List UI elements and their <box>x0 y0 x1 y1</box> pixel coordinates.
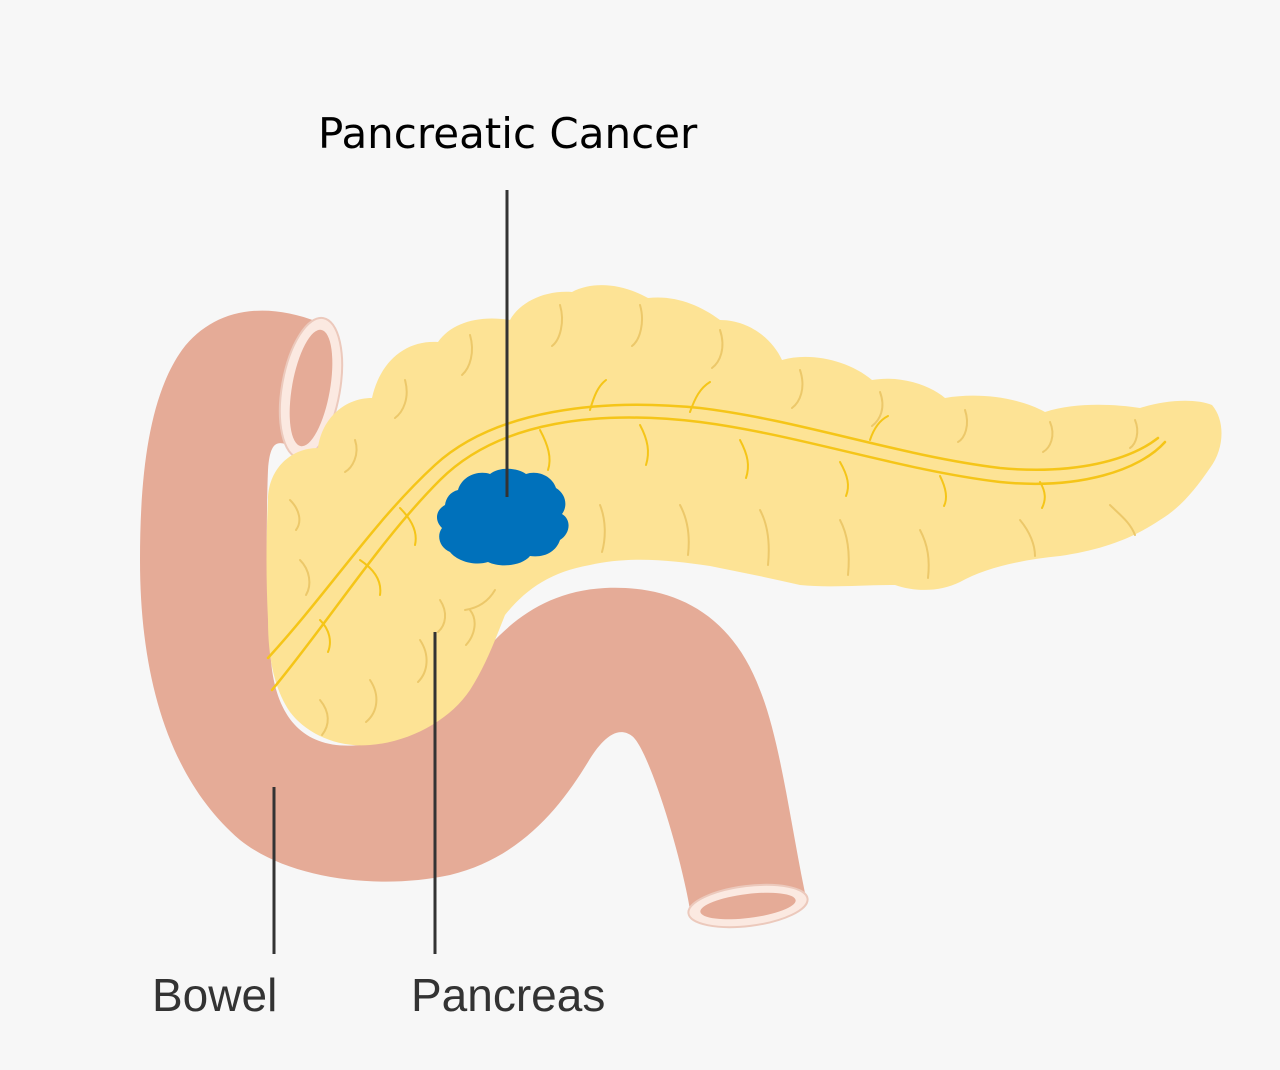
tumor <box>436 468 569 566</box>
bowel-label: Bowel <box>152 969 278 1021</box>
bowel-bottom-opening <box>700 892 796 920</box>
duct-branches <box>319 379 1046 653</box>
bowel <box>140 310 809 929</box>
pancreas-label: Pancreas <box>411 969 606 1021</box>
pancreas <box>266 285 1222 746</box>
bowel-tube <box>140 310 805 910</box>
pancreatic-cancer-label: Pancreatic Cancer <box>318 109 698 158</box>
pancreatic-duct <box>270 416 1167 692</box>
pancreas-body <box>266 285 1222 746</box>
bowel-top-opening <box>289 329 333 447</box>
pancreas-lobule-lines <box>289 304 1139 736</box>
